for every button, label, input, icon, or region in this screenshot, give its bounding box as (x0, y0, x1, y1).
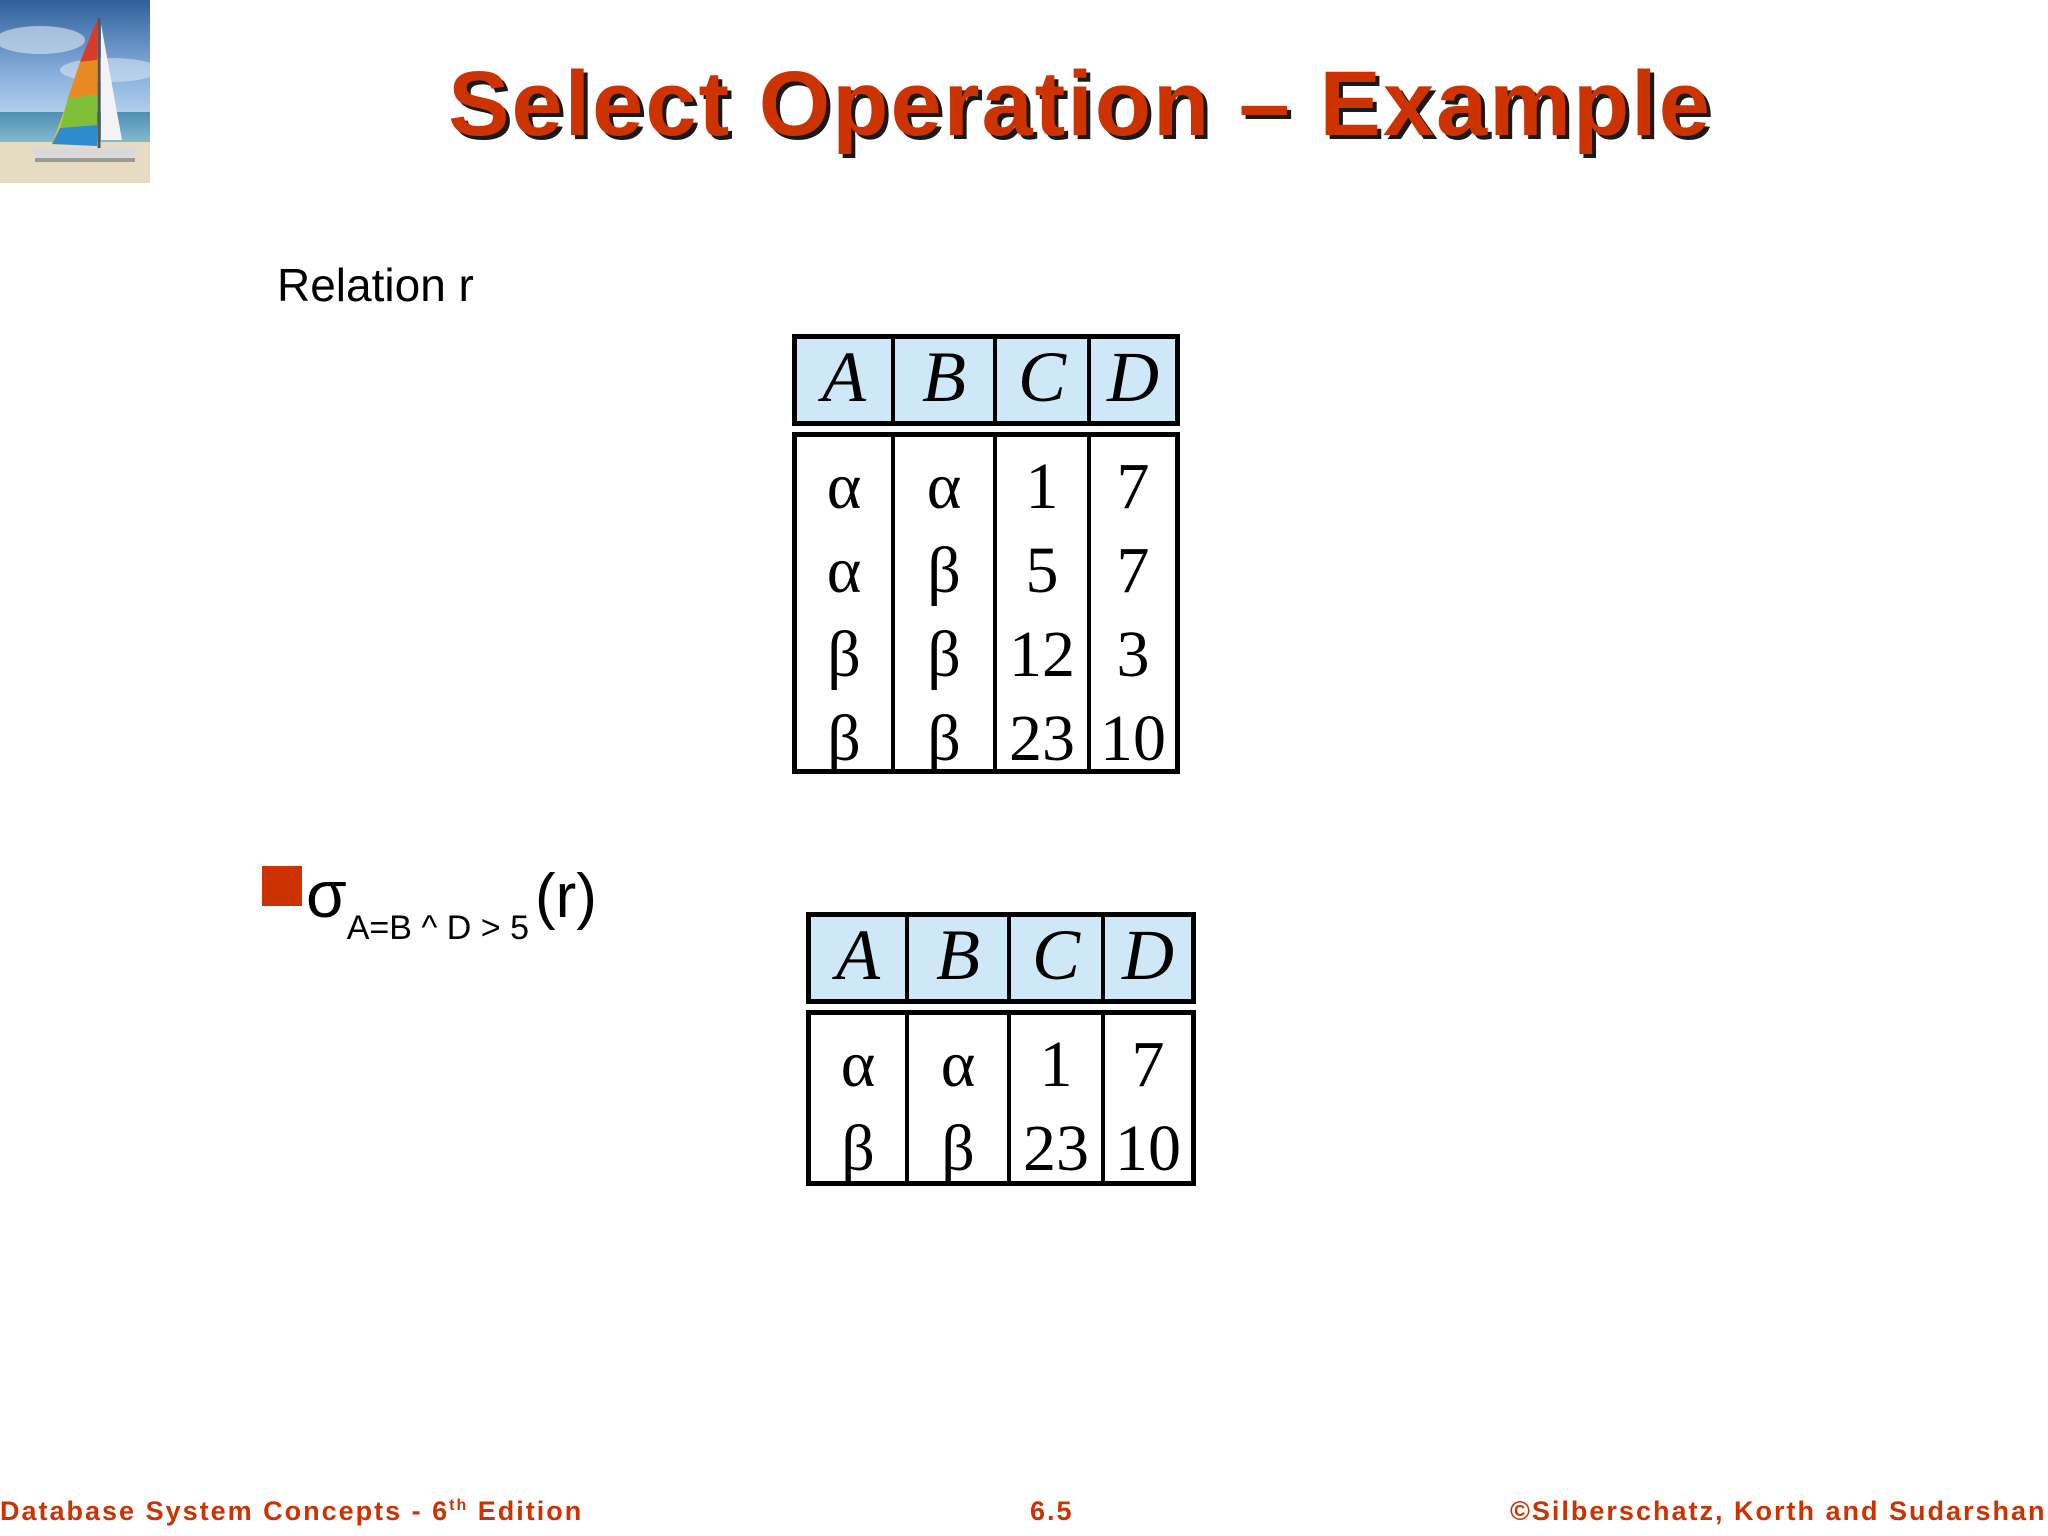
table-cell: 5 (1025, 534, 1059, 607)
footer-copyright: ©Silberschatz, Korth and Sudarshan (1510, 1496, 2047, 1526)
header-cell-d: D (1107, 337, 1159, 417)
table-cell: β (827, 618, 861, 691)
table-cell: 12 (1009, 618, 1075, 691)
sailboat-logo (0, 0, 150, 183)
table-column: 1 5 12 23 (997, 437, 1091, 775)
header-cell-c: C (1011, 917, 1105, 999)
bullet-square-icon (262, 866, 302, 906)
table-cell: β (927, 702, 961, 775)
table-cell: α (940, 1028, 976, 1101)
footer-book-title: Database System Concepts - 6 (0, 1496, 450, 1526)
slide-title: Select Operation – Example (448, 53, 1712, 155)
table-cell: β (941, 1112, 975, 1185)
table-cell: β (927, 618, 961, 691)
header-cell-a: A (811, 917, 909, 999)
table-cell: 7 (1116, 534, 1150, 607)
selection-condition: A=B ^ D > 5 (346, 909, 530, 947)
table-column: 7 7 3 10 (1091, 437, 1175, 775)
selection-expression: σA=B ^ D > 5(r) (306, 856, 597, 947)
table-cell: 7 (1131, 1028, 1165, 1101)
table-cell: 3 (1116, 618, 1150, 691)
table-column: α β β β (895, 437, 997, 775)
table-cell: 1 (1025, 450, 1059, 523)
table-body: α β α β 1 23 7 10 (806, 1010, 1196, 1186)
table-column: 7 10 (1105, 1015, 1191, 1185)
table-cell: 1 (1039, 1028, 1073, 1101)
footer-edition-word: Edition (468, 1496, 584, 1526)
footer-page-number: 6.5 (1030, 1496, 1074, 1526)
table-cell: α (840, 1028, 876, 1101)
table-cell: β (827, 702, 861, 775)
relation-r-table: A B C D α α β β α β β β 1 5 12 23 (792, 334, 1180, 775)
table-cell: 23 (1023, 1112, 1089, 1185)
table-cell: β (841, 1112, 875, 1185)
footer-edition-suffix: th (449, 1497, 469, 1514)
table-header: A B C D (806, 912, 1196, 1004)
table-cell: α (926, 450, 962, 523)
table-column: α β (909, 1015, 1011, 1185)
header-cell-b: B (895, 339, 997, 421)
relation-label: Relation r (277, 259, 474, 311)
selection-argument: (r) (535, 862, 597, 931)
table-header: A B C D (792, 334, 1180, 426)
header-cell-c: C (997, 339, 1091, 421)
table-cell: 23 (1009, 702, 1075, 775)
table-body: α α β β α β β β 1 5 12 23 7 7 3 10 (792, 432, 1180, 775)
header-cell-b: B (909, 917, 1011, 999)
table-cell: 10 (1100, 702, 1166, 775)
result-table: A B C D α β α β 1 23 7 10 (806, 912, 1196, 1186)
header-cell-d: D (1122, 915, 1174, 995)
table-cell: 7 (1116, 450, 1150, 523)
table-column: 1 23 (1011, 1015, 1105, 1185)
footer-left: Database System Concepts - 6th Edition (0, 1496, 583, 1527)
table-cell: α (826, 534, 862, 607)
table-cell: α (826, 450, 862, 523)
sigma-symbol: σ (306, 857, 347, 931)
table-column: α α β β (797, 437, 895, 775)
table-column: α β (811, 1015, 909, 1185)
table-cell: 10 (1115, 1112, 1181, 1185)
header-cell-a: A (797, 339, 895, 421)
table-cell: β (927, 534, 961, 607)
